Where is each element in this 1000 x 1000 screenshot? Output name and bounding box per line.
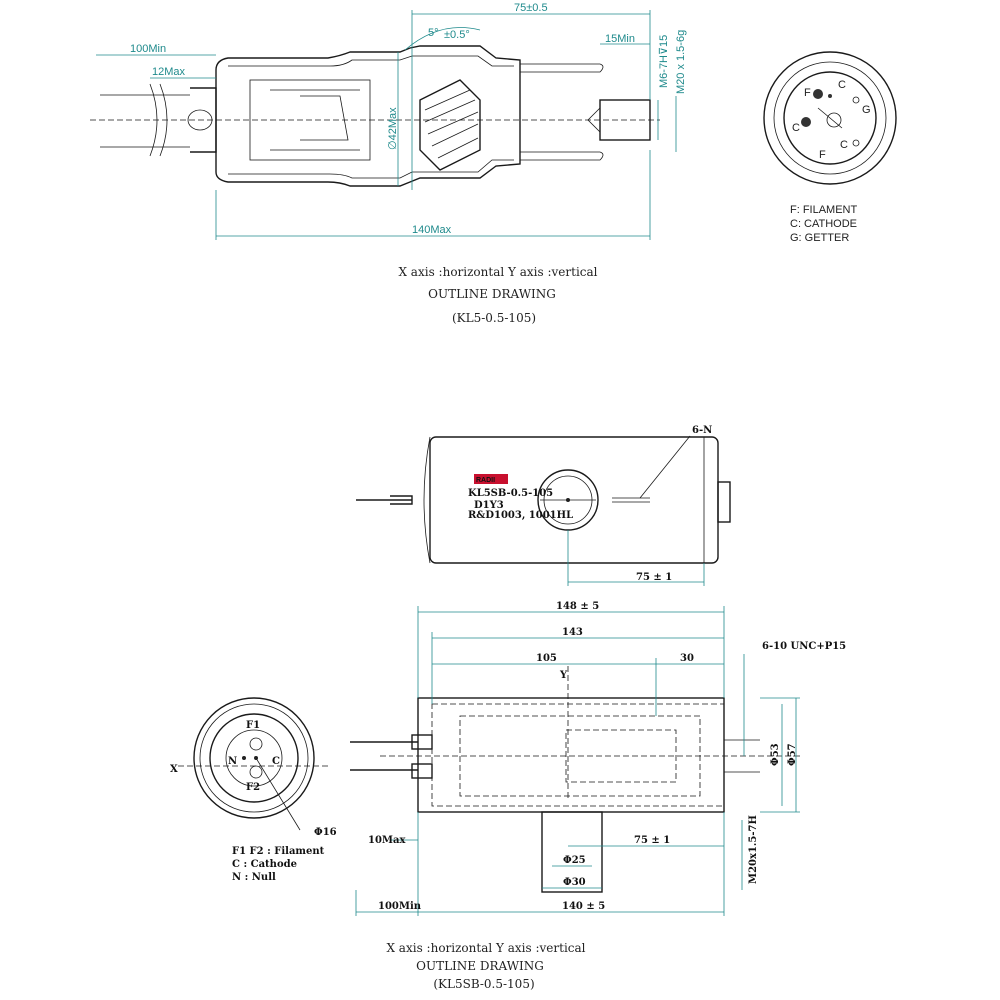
lead-clamp-2 xyxy=(411,763,433,779)
pin-label-c2: C xyxy=(792,122,800,134)
brand-logo xyxy=(474,474,508,484)
dim-57: Φ57 xyxy=(787,743,798,766)
bottom-caption-model: (KL5SB-0.5-105) xyxy=(433,977,534,991)
dim-75-upper: 75 ± 1 xyxy=(636,572,672,583)
dim-phi30: Φ30 xyxy=(563,877,586,888)
bottom-dimensions: 148 ± 5 143 105 30 Y 6-10 UNC+P15 Φ53 Φ5… xyxy=(355,601,846,916)
tube-body-outline xyxy=(215,45,521,187)
dim-148: 148 ± 5 xyxy=(556,601,599,612)
pin-c: C xyxy=(272,756,280,767)
label-line-4: R&D1003, 1001HL xyxy=(468,510,573,521)
pin-label-c3: C xyxy=(840,139,848,151)
dim-m6: M6-7H⊽15 xyxy=(658,35,670,88)
bottom-legend: F1 F2 : Filament C : Cathode N : Null xyxy=(232,846,325,883)
top-side-view xyxy=(90,45,660,187)
dim-105: 105 xyxy=(536,653,557,664)
angle-arc xyxy=(404,27,481,51)
bottom-legend-line-1: F1 F2 : Filament xyxy=(232,846,325,857)
dim-angle-1: 5° xyxy=(428,27,439,39)
filament-loop xyxy=(187,109,213,131)
dim-143: 143 xyxy=(562,627,583,638)
leader-6n xyxy=(639,435,691,499)
dim-100min-lower: 100Min xyxy=(378,901,422,912)
top-legend: F: FILAMENT C: CATHODE G: GETTER xyxy=(790,204,858,244)
inner-wall-bottom xyxy=(228,159,514,179)
lead-wire xyxy=(356,495,413,505)
lead-connector xyxy=(190,87,217,153)
mount-flange xyxy=(541,811,603,893)
lead-clamp-1 xyxy=(411,734,433,750)
dim-m20: M20 x 1.5-6g xyxy=(675,30,687,94)
bottom-caption-axes: X axis :horizontal Y axis :vertical xyxy=(386,941,585,955)
top-caption-model: (KL5-0.5-105) xyxy=(452,311,536,325)
top-caption-axes: X axis :horizontal Y axis :vertical xyxy=(398,265,597,279)
anode-hatch xyxy=(424,89,479,159)
bottom-legend-line-2: C : Cathode xyxy=(232,859,297,870)
inner-wall-top xyxy=(228,55,514,67)
pin-label-f2: F xyxy=(819,149,826,161)
break-line-1 xyxy=(149,83,158,157)
dim-140-lower: 140 ± 5 xyxy=(562,901,605,912)
section-body xyxy=(417,697,725,813)
section-inner xyxy=(431,703,725,807)
pin-label-g: G xyxy=(862,104,871,116)
label-line-3: D1Y3 xyxy=(474,500,504,511)
break-line-2 xyxy=(159,83,168,157)
dim-m20-lower: M20x1.5-7H xyxy=(748,815,759,884)
dim-15min: 15Min xyxy=(605,33,635,45)
top-caption: X axis :horizontal Y axis :vertical OUTL… xyxy=(398,265,597,325)
dim-75: 75±0.5 xyxy=(514,2,548,14)
dim-100min: 100Min xyxy=(130,43,166,55)
pin-label-f1: F xyxy=(804,87,811,99)
bottom-product-view: 6-N RADII KL5SB-0.5-105 D1Y3 R&D1003, 10… xyxy=(356,425,731,586)
dim-phi16: Φ16 xyxy=(314,827,337,838)
anode-stub xyxy=(717,481,731,523)
top-legend-line-3: G: GETTER xyxy=(790,232,849,244)
dim-140max: 140Max xyxy=(412,224,452,236)
brand-text: RADII xyxy=(476,477,495,484)
dim-75-lower: 75 ± 1 xyxy=(634,835,670,846)
dim-53: Φ53 xyxy=(770,743,781,766)
cooling-fin-top xyxy=(520,63,604,73)
dim-30: 30 xyxy=(680,653,694,664)
bottom-caption-title: OUTLINE DRAWING xyxy=(416,959,544,973)
bottom-end-view: X F1 F2 C N Φ16 xyxy=(170,697,337,838)
pin-n: N xyxy=(228,756,237,767)
dim-diameter-42: ∅42Max xyxy=(387,107,399,150)
cathode-internals xyxy=(270,89,360,151)
pin-f2: F2 xyxy=(246,782,260,793)
dim-angle-2: ±0.5° xyxy=(444,29,470,41)
label-6n: 6-N xyxy=(692,425,712,436)
dim-phi25: Φ25 xyxy=(563,855,586,866)
pin-label-c1: C xyxy=(838,79,846,91)
top-dimensions: 100Min 12Max 75±0.5 5° ±0.5° 15Min M6-7H… xyxy=(96,2,687,240)
dim-screw: 6-10 UNC+P15 xyxy=(762,641,846,652)
section-leads xyxy=(350,741,418,771)
top-legend-line-1: F: FILAMENT xyxy=(790,204,858,216)
top-legend-line-2: C: CATHODE xyxy=(790,218,857,230)
housing-left-curve xyxy=(423,436,431,564)
top-end-view: F F C C C G xyxy=(763,51,897,185)
cooling-fin-bottom xyxy=(520,151,604,161)
anode-block xyxy=(419,79,481,171)
dim-10max: 10Max xyxy=(368,835,406,846)
model-label: KL5SB-0.5-105 xyxy=(468,488,553,499)
pin-f1: F1 xyxy=(246,720,260,731)
label-y-axis: Y xyxy=(559,670,568,681)
lead-wires xyxy=(100,94,190,148)
dim-12max: 12Max xyxy=(152,66,186,78)
label-x-axis: X xyxy=(170,764,178,775)
bottom-legend-line-3: N : Null xyxy=(232,872,276,883)
top-caption-title: OUTLINE DRAWING xyxy=(428,287,556,301)
thread-marks xyxy=(612,497,650,503)
bottom-section-view xyxy=(350,666,800,893)
bottom-caption: X axis :horizontal Y axis :vertical OUTL… xyxy=(386,941,585,991)
